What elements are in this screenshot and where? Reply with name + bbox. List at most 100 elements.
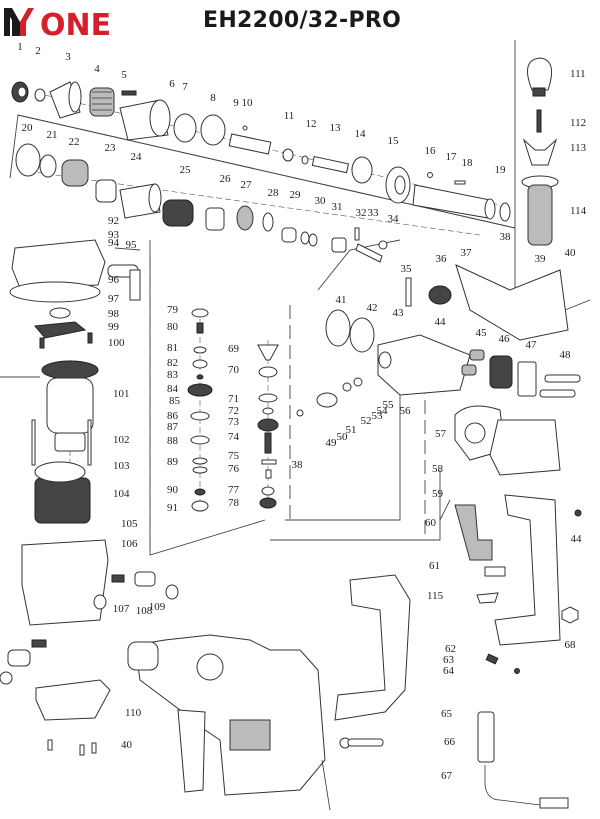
part-label-71: 71	[228, 393, 239, 405]
part-33-34-conrod	[355, 240, 388, 263]
part-59-handle-half	[494, 494, 561, 646]
part-label-88: 88	[167, 435, 179, 447]
part-label-7: 7	[182, 81, 188, 93]
part-label-26: 26	[220, 173, 232, 185]
part-102-screws	[31, 419, 92, 466]
part-label-62: 62	[445, 643, 456, 655]
part-label-83: 83	[167, 369, 179, 381]
part-label-65: 65	[441, 708, 453, 720]
part-label-32: 32	[356, 207, 367, 219]
part-label-19: 19	[495, 164, 507, 176]
part-label-17: 17	[446, 151, 458, 163]
part-115-clip	[476, 592, 499, 604]
part-107-109-brushes	[111, 571, 179, 600]
part-label-114: 114	[570, 205, 587, 217]
part-63-64-parts	[485, 653, 520, 674]
logo-mark-icon	[4, 8, 34, 36]
part-label-74: 74	[228, 431, 240, 443]
part-label-27: 27	[241, 179, 253, 191]
part-label-66: 66	[444, 736, 456, 748]
part-label-18: 18	[462, 157, 474, 169]
part-label-44: 44	[435, 316, 447, 328]
part-label-39: 39	[535, 253, 547, 265]
part-label-89: 89	[167, 456, 179, 468]
part-label-36: 36	[436, 253, 448, 265]
part-1-nose-cap	[11, 81, 29, 103]
part-2-ring	[34, 88, 46, 102]
part-21-ring	[39, 154, 57, 178]
part-label-28: 28	[268, 187, 280, 199]
part-92-100-motor-bracket	[9, 239, 141, 349]
part-43-gearbox	[377, 334, 471, 396]
part-label-21: 21	[47, 129, 58, 141]
part-label-4: 4	[94, 63, 100, 75]
brand-logo: ONE	[4, 8, 111, 38]
part-24-cylinder	[119, 183, 162, 219]
part-22-spring	[61, 159, 89, 187]
part-label-42: 42	[367, 302, 378, 314]
part-15-washer	[385, 166, 411, 204]
part-37-39-cover	[455, 264, 569, 341]
part-31-bush	[331, 237, 347, 253]
part-19-ring	[499, 202, 511, 222]
part-label-2: 2	[35, 45, 41, 57]
assembled-drill	[127, 634, 331, 811]
part-label-48: 48	[560, 349, 572, 361]
part-label-14: 14	[355, 128, 367, 140]
part-label-55: 55	[383, 399, 395, 411]
part-45-springs	[461, 349, 485, 376]
part-label-60: 60	[425, 517, 437, 529]
part-label-57: 57	[435, 428, 447, 440]
part-label-22: 22	[69, 136, 80, 148]
part-110-bottom-cover	[35, 679, 111, 721]
part-42-bearing	[349, 317, 375, 353]
part-62-rear-handle	[334, 574, 411, 721]
part-label-37: 37	[461, 247, 473, 259]
part-label-99: 99	[108, 321, 120, 333]
part-label-53: 53	[372, 410, 384, 422]
part-label-75: 75	[228, 450, 240, 462]
part-28-ring	[262, 212, 274, 232]
part-label-79: 79	[167, 304, 179, 316]
brand-name: ONE	[40, 8, 111, 38]
part-label-25: 25	[180, 164, 192, 176]
part-label-12: 12	[306, 118, 317, 130]
part-30-washers	[300, 231, 318, 247]
part-label-115: 115	[427, 590, 444, 602]
part-label-94: 94	[108, 237, 120, 249]
part-label-29: 29	[290, 189, 302, 201]
part-104-stator	[34, 461, 91, 524]
part-32-pin	[354, 227, 360, 241]
part-label-64: 64	[443, 665, 455, 677]
part-label-1: 1	[17, 41, 23, 53]
part-label-40: 40	[565, 247, 577, 259]
part-label-41: 41	[336, 294, 347, 306]
part-112-bolt	[536, 109, 542, 133]
part-26-gear	[205, 207, 225, 231]
part-14-circlip	[351, 156, 373, 184]
part-label-101: 101	[113, 388, 130, 400]
part-label-92: 92	[108, 215, 119, 227]
part-label-109: 109	[149, 601, 166, 613]
part-114-side-handle	[521, 175, 559, 246]
group-frames	[0, 40, 591, 556]
part-44-screw	[574, 509, 582, 517]
part-9-10-shaft	[228, 125, 272, 155]
part-label-112: 112	[570, 117, 586, 129]
part-65-67-power-cord	[477, 711, 569, 809]
part-27-bearing	[236, 205, 254, 231]
part-label-73: 73	[228, 416, 240, 428]
part-label-46: 46	[499, 333, 511, 345]
part-8-o-ring	[200, 114, 226, 146]
part-label-31: 31	[332, 201, 343, 213]
part-label-76: 76	[228, 463, 240, 475]
part-label-10: 10	[242, 97, 254, 109]
part-label-61: 61	[429, 560, 440, 572]
part-label-56: 56	[400, 405, 412, 417]
part-label-47: 47	[526, 339, 538, 351]
part-111-strap	[527, 57, 553, 97]
part-label-38: 38	[500, 231, 512, 243]
part-label-95: 95	[126, 239, 138, 251]
part-label-33: 33	[368, 207, 380, 219]
part-label-24: 24	[131, 151, 143, 163]
